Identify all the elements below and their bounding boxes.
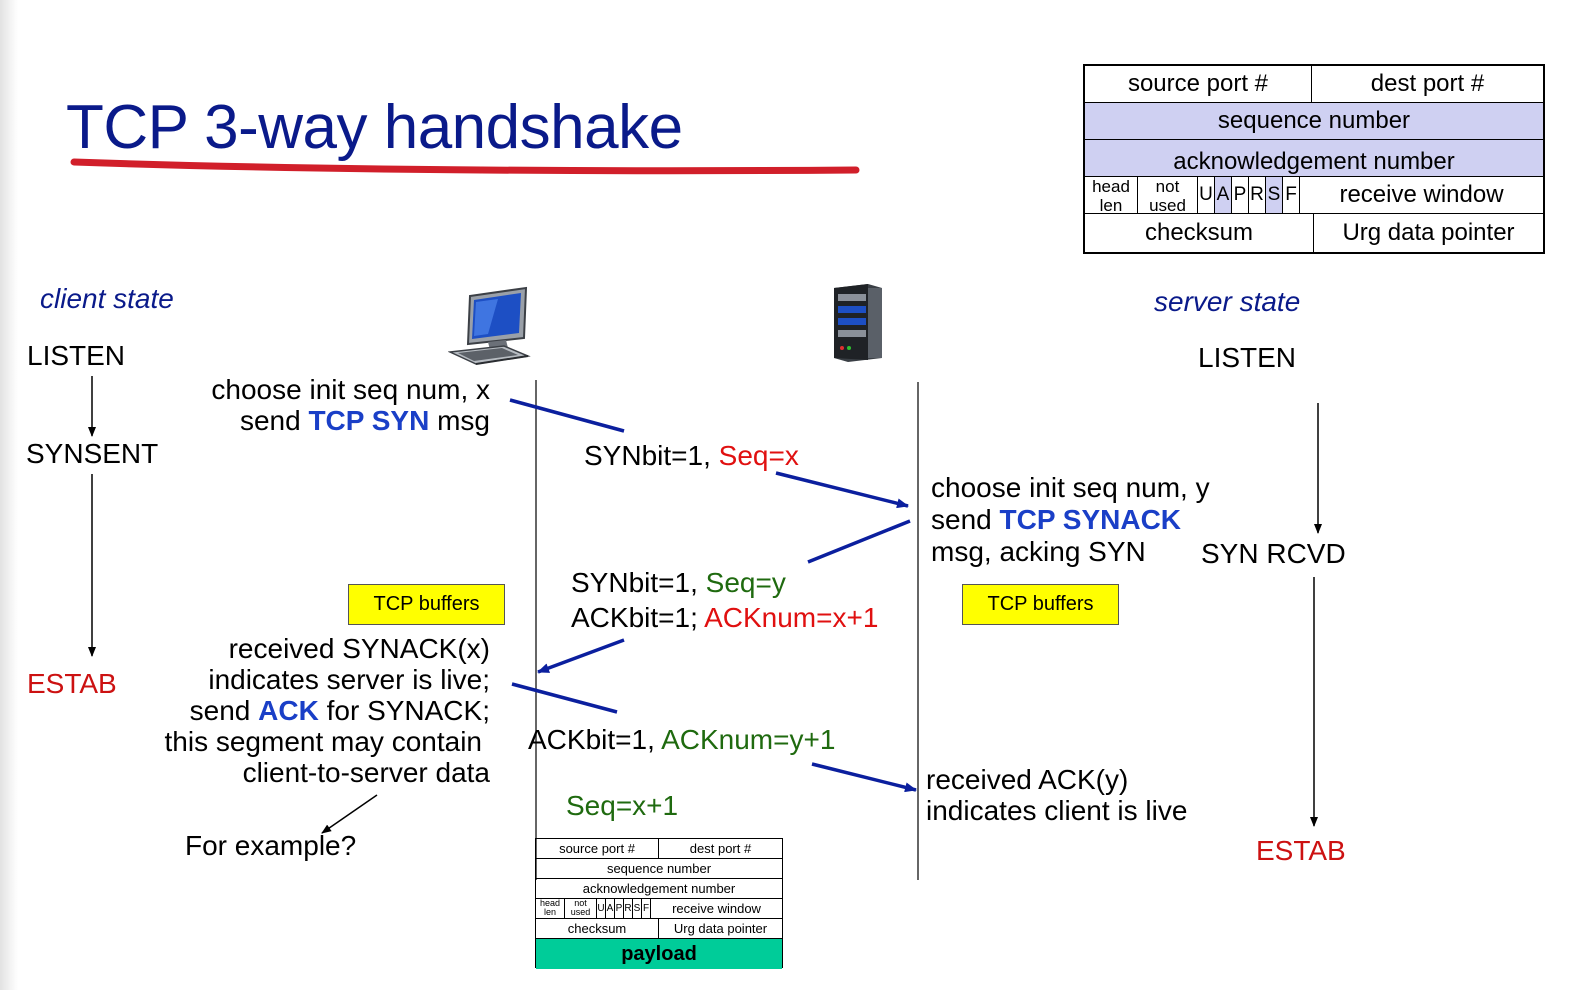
syn-arrow-seg1 [509, 398, 625, 433]
header-row-checksum: checksum Urg data pointer [1085, 214, 1543, 252]
ack-arrow-seg2 [811, 762, 917, 793]
seg-row-payload: payload [536, 939, 782, 969]
tcp-synack-keyword: TCP SYNACK [999, 504, 1182, 535]
receive-window-field: receive window [1299, 177, 1543, 213]
client-step3-text: received SYNACK(x) indicates server is l… [165, 633, 491, 788]
seg-flag-r: R [623, 899, 632, 918]
checksum-field: checksum [1144, 219, 1254, 246]
client-state-synsent: SYNSENT [26, 438, 159, 469]
client-state-heading: client state [40, 283, 174, 314]
source-port-field: source port # [1127, 70, 1269, 97]
client-step3-line5: client-to-server data [242, 757, 490, 788]
server-step2-line1: choose init seq num, y [931, 472, 1210, 503]
sequence-number-field: sequence number [1217, 107, 1411, 134]
flag-f: F [1282, 177, 1299, 213]
flag-a: A [1214, 177, 1231, 213]
server-icon [830, 282, 886, 367]
header-row-seq: sequence number [1085, 103, 1543, 140]
client-state-listen: LISTEN [27, 340, 126, 371]
ack-segment-diagram: source port # dest port # sequence numbe… [535, 838, 783, 969]
synack-line2: ACKbit=1; ACKnum=x+1 [571, 602, 879, 633]
tcp-syn-keyword: TCP SYN [308, 405, 430, 436]
server-state-syn-rcvd: SYN RCVD [1201, 538, 1346, 569]
client-step3-line1: received SYNACK(x) [228, 633, 490, 664]
syn-arrow-seg2 [775, 471, 909, 509]
ack-number-field: acknowledgement number [1173, 148, 1455, 175]
server-state-heading: server state [1154, 286, 1301, 317]
flag-p: P [1231, 177, 1248, 213]
header-row-ack: acknowledgement number [1085, 140, 1543, 177]
server-step2-line2: send TCP SYNACK [931, 504, 1182, 535]
seg-row-seq: sequence number [536, 859, 782, 879]
syn-message-label: SYNbit=1, Seq=x [584, 440, 799, 471]
ack-arrow-seg1 [511, 682, 618, 714]
client-step1-line2: send TCP SYN msg [239, 405, 490, 436]
head-len-field: head len [1092, 177, 1130, 213]
server-step4-text: received ACK(y) indicates client is live [926, 764, 1187, 826]
header-row-ports: source port # dest port # [1085, 66, 1543, 103]
server-step2-line3: msg, acking SYN [931, 536, 1146, 567]
seg-payload: payload [621, 942, 697, 965]
seg-flag-u: U [596, 899, 605, 918]
tcp-header-diagram: source port # dest port # sequence numbe… [1083, 64, 1545, 254]
flag-s: S [1265, 177, 1282, 213]
seg-receive-window: receive window [650, 899, 782, 918]
client-step1-text: choose init seq num, x send TCP SYN msg [211, 374, 490, 436]
seg-ack-number: acknowledgement number [582, 881, 736, 896]
dest-port-field: dest port # [1311, 66, 1543, 102]
left-edge-shadow [0, 0, 18, 990]
ack-message-label: ACKbit=1, ACKnum=y+1 [528, 724, 836, 755]
not-used-field: not used [1137, 177, 1197, 213]
urg-pointer-field: Urg data pointer [1313, 214, 1543, 252]
seg-row-flags: head len not used U A P R S F receive wi… [536, 899, 782, 919]
seg-head-len: head len [539, 899, 561, 917]
server-tcp-buffers: TCP buffers [962, 584, 1119, 625]
seg-urg-pointer: Urg data pointer [658, 919, 782, 938]
client-state-estab: ESTAB [27, 668, 117, 699]
client-step3-line4: this segment may contain [164, 726, 483, 757]
seg-flag-s: S [632, 899, 641, 918]
server-state-listen: LISTEN [1198, 342, 1297, 373]
client-step3-line3: send ACK for SYNACK; [189, 695, 490, 726]
header-row-flags: head len not used U A P R S F receive wi… [1085, 177, 1543, 214]
synack-line1: SYNbit=1, Seq=y [571, 567, 786, 598]
seg-not-used: not used [564, 899, 596, 918]
seg-flag-a: A [605, 899, 614, 918]
client-step3-line2: indicates server is live; [208, 664, 490, 695]
server-step4-line1: received ACK(y) [926, 764, 1129, 795]
server-step2-text: choose init seq num, y send TCP SYNACK m… [931, 472, 1210, 568]
seg-checksum: checksum [567, 921, 627, 936]
server-step4-line2: indicates client is live [926, 795, 1188, 826]
flag-r: R [1248, 177, 1265, 213]
example-pointer [321, 794, 378, 834]
page-title: TCP 3-way handshake [66, 93, 683, 162]
seg-row-ack: acknowledgement number [536, 879, 782, 899]
seg-flag-f: F [641, 899, 650, 918]
synack-message-label: SYNbit=1, Seq=y ACKbit=1; ACKnum=x+1 [571, 565, 878, 635]
seg-row-ports: source port # dest port # [536, 839, 782, 859]
seg-row-checksum: checksum Urg data pointer [536, 919, 782, 939]
seg-source-port: source port # [559, 841, 635, 856]
synack-arrow-seg2 [537, 638, 625, 674]
synack-arrow-seg1 [807, 519, 911, 564]
computer-icon [447, 286, 532, 373]
client-tcp-buffers: TCP buffers [348, 584, 505, 625]
for-example-label: For example? [185, 830, 357, 861]
seg-sequence-number: sequence number [606, 861, 712, 876]
client-step1-line1: choose init seq num, x [211, 374, 490, 405]
ack-seq-label: Seq=x+1 [566, 790, 679, 821]
title-underline [70, 158, 860, 175]
seg-flag-p: P [614, 899, 623, 918]
server-state-estab: ESTAB [1256, 835, 1346, 866]
ack-keyword: ACK [258, 695, 319, 726]
seg-dest-port: dest port # [658, 839, 782, 858]
flag-u: U [1197, 177, 1214, 213]
